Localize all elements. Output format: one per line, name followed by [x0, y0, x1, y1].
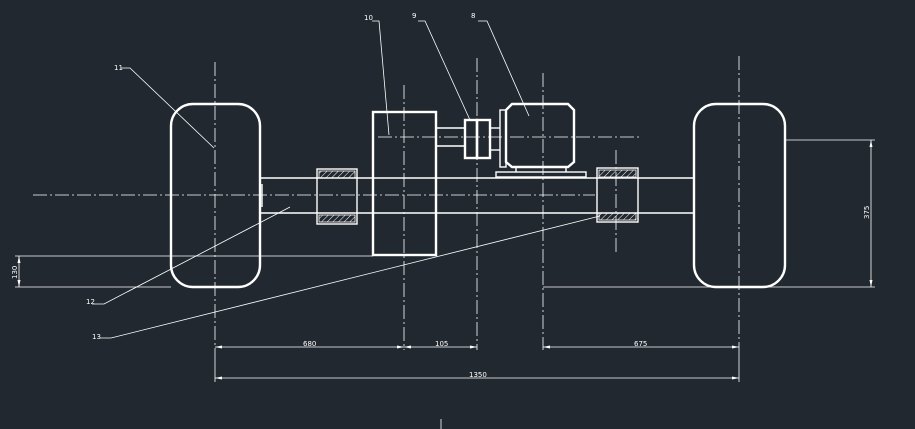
callout-10: 10 [364, 14, 373, 22]
leader-lines [92, 20, 601, 339]
callout-12: 12 [86, 298, 95, 306]
dimension-375: 375 [863, 206, 871, 219]
dimension-675: 675 [634, 340, 647, 348]
dimension-arrows [17, 140, 873, 380]
horizontal-dimensions [214, 346, 740, 382]
center-lines [33, 56, 740, 429]
right-bearing-housing [596, 167, 639, 223]
left-bearing-housing [316, 168, 358, 225]
dimension-130: 130 [11, 266, 19, 279]
dimension-680: 680 [303, 340, 316, 348]
gearbox-housing [371, 110, 438, 257]
dimension-1350: 1350 [469, 371, 487, 379]
callout-9: 9 [412, 12, 416, 20]
left-wheel [169, 102, 262, 289]
dimension-105: 105 [435, 340, 448, 348]
vertical-dimensions [15, 139, 875, 288]
motor [495, 102, 587, 178]
right-wheel [692, 102, 787, 289]
callout-11: 11 [114, 64, 123, 72]
coupling [436, 118, 500, 160]
callout-13: 13 [92, 333, 101, 341]
callout-8: 8 [471, 12, 475, 20]
